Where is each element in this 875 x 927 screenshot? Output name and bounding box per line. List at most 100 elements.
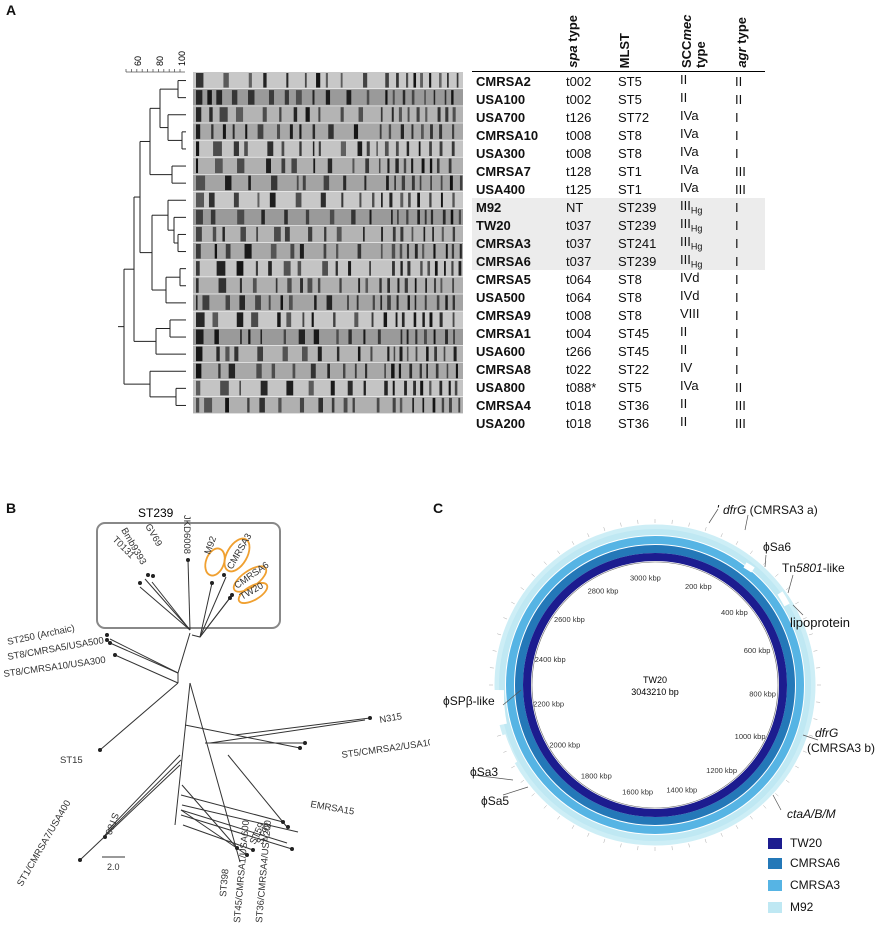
pfge-dendrogram	[118, 80, 186, 406]
gel-band	[413, 380, 416, 396]
label-jkd6008: JKD6008	[181, 515, 192, 554]
gel-band	[308, 380, 314, 396]
panel-a-letter: A	[6, 2, 17, 18]
agr-value: III	[735, 163, 746, 179]
gel-band	[248, 73, 252, 88]
agr-value: I	[735, 145, 739, 161]
gel-band	[453, 346, 457, 362]
scc-mec-value: IIIHg	[680, 198, 735, 216]
strain-name: M92	[472, 198, 566, 216]
gel-band	[424, 209, 427, 225]
gel-band	[279, 107, 282, 122]
mlst-value: ST8	[618, 145, 642, 161]
annotation-dfrg-b-strain: (CMRSA3 b)	[807, 741, 875, 755]
strain-name: USA500	[476, 289, 526, 305]
gel-band	[430, 209, 434, 225]
gel-band	[286, 73, 289, 88]
gel-band	[353, 124, 359, 139]
legend-label-tw20: TW20	[790, 836, 823, 850]
gel-band	[329, 209, 335, 225]
gel-band	[429, 73, 432, 88]
gel-band	[411, 226, 414, 242]
gel-band	[352, 397, 355, 413]
agr-value: III	[735, 415, 746, 431]
gel-band	[331, 397, 335, 413]
agr-value: I	[735, 127, 739, 143]
gel-band	[406, 73, 409, 88]
gel-band	[304, 73, 307, 88]
gel-band	[351, 209, 356, 225]
gel-band	[423, 226, 426, 242]
scale-tick-80: 80	[155, 56, 165, 66]
gel-band	[284, 90, 289, 105]
gel-band	[283, 261, 291, 276]
gel-band	[342, 363, 346, 379]
gel-band	[399, 244, 403, 259]
gel-band	[286, 380, 294, 396]
gel-band	[363, 380, 366, 396]
ring-cmrsa6	[515, 545, 795, 825]
agr-value: I	[735, 343, 739, 359]
gel-band	[327, 158, 333, 174]
gel-band	[287, 278, 292, 293]
mlst-value: ST239	[618, 216, 680, 234]
annotation-phisa6: ϕSa6	[763, 540, 791, 554]
gel-band	[369, 261, 371, 276]
strain-name: CMRSA8	[476, 361, 531, 377]
gel-band	[452, 124, 455, 139]
gel-band	[196, 141, 200, 156]
gel-band	[424, 295, 427, 310]
gel-band	[451, 244, 455, 259]
gel-band	[436, 295, 440, 310]
gel-band	[416, 107, 420, 122]
gel-band	[411, 175, 415, 191]
agr-type-header: agr type	[734, 6, 765, 72]
gel-band	[196, 295, 198, 310]
gel-band	[448, 158, 452, 174]
gel-band	[196, 90, 203, 105]
gel-band	[458, 209, 462, 225]
mlst-value: ST239	[618, 198, 680, 216]
gel-band	[396, 73, 399, 88]
gel-band	[452, 192, 455, 208]
gel-band	[439, 312, 443, 327]
gel-lane	[193, 225, 463, 243]
gel-band	[376, 397, 380, 413]
gel-band	[271, 363, 276, 379]
gel-band	[312, 141, 315, 156]
strain-name: CMRSA1	[476, 325, 531, 341]
agr-value: I	[735, 234, 765, 252]
gel-band	[372, 192, 375, 208]
gel-band	[333, 312, 336, 327]
gel-band	[336, 346, 340, 362]
gel-band	[429, 380, 432, 396]
gel-band	[261, 209, 265, 225]
genome-name: TW20	[643, 675, 667, 685]
gel-band	[429, 192, 432, 208]
gel-band	[406, 329, 409, 345]
label-cmrsa3: CMRSA3	[225, 532, 254, 572]
mlst-value: ST241	[618, 234, 680, 252]
gel-band	[196, 363, 202, 379]
gel-band	[370, 346, 373, 362]
gel-band	[389, 192, 393, 208]
gel-band	[255, 295, 261, 310]
gel-lane	[193, 345, 463, 363]
gel-band	[363, 73, 368, 88]
kbp-tick-label: 1000 kbp	[735, 732, 766, 741]
gel-band	[365, 363, 368, 379]
gel-band	[196, 226, 202, 242]
gel-band	[441, 397, 445, 413]
gel-band	[233, 192, 239, 208]
gel-band	[297, 261, 302, 276]
annotation-tn5801-like: Tn5801-like	[782, 561, 845, 575]
gel-band	[312, 90, 315, 105]
gel-band	[296, 175, 299, 191]
agr-value: I	[735, 198, 765, 216]
agr-value: I	[735, 325, 739, 341]
